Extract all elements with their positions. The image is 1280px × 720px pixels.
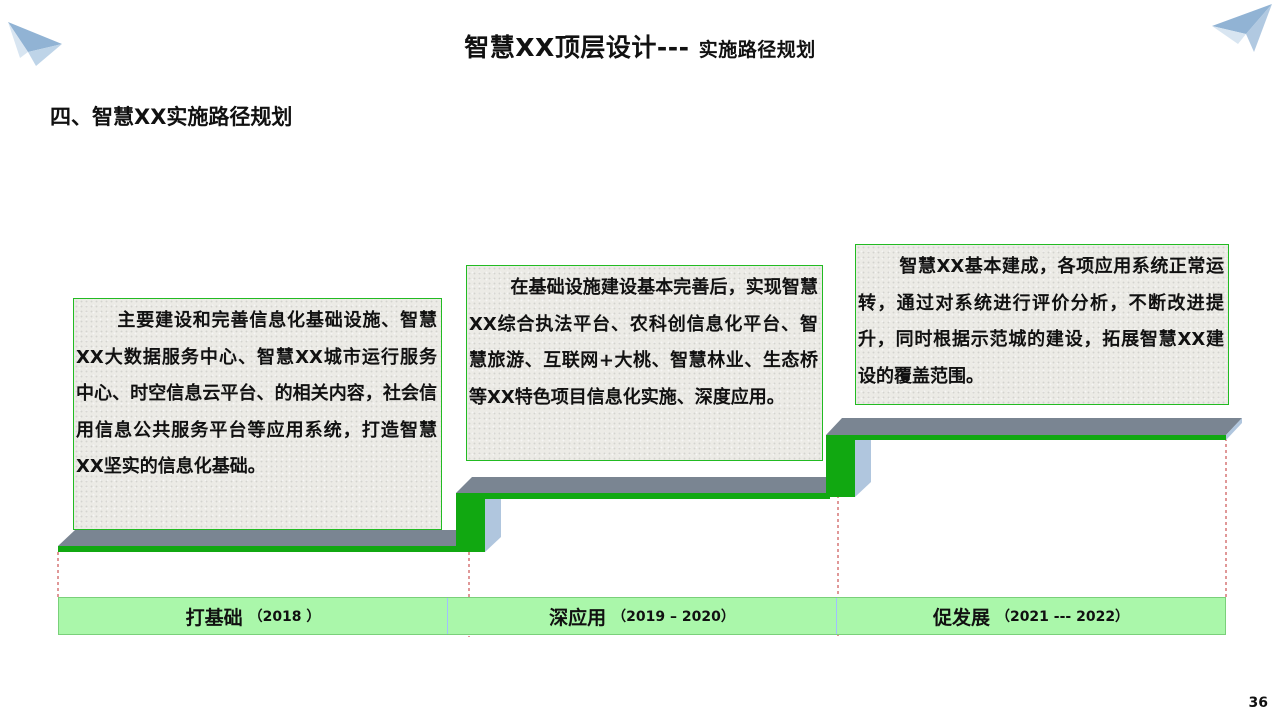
step-1-top [58,530,470,546]
phase-2-description: 在基础设施建设基本完善后，实现智慧XX综合执法平台、农科创信息化平台、智慧旅游、… [469,277,818,408]
riser-1-front [456,493,485,552]
phase-1-name: 打基础 [185,606,243,629]
riser-2-front [826,435,855,497]
step-2-top [456,477,842,493]
phase-timeline: 打基础 （2018 ） 深应用 （2019 – 2020） 促发展 （2021 … [58,597,1226,635]
phase-1-label: 打基础 （2018 ） [59,598,448,634]
paper-plane-icon [1212,4,1272,52]
phase-3-name: 促发展 [932,606,990,629]
phase-3-description-box: 智慧XX基本建成，各项应用系统正常运转，通过对系统进行评价分析，不断改进提升，同… [855,244,1229,405]
phase-2-years: （2019 – 2020） [612,609,735,625]
page-title-sub: 实施路径规划 [698,39,816,61]
page-title: 智慧XX顶层设计--- 实施路径规划 [0,28,1280,64]
phase-1-years: （2018 ） [248,609,321,625]
phase-divider-lines [57,438,1227,637]
section-title: 四、智慧XX实施路径规划 [50,105,293,129]
page-title-main: 智慧XX顶层设计--- [464,33,690,62]
phase-2-description-box: 在基础设施建设基本完善后，实现智慧XX综合执法平台、农科创信息化平台、智慧旅游、… [466,265,823,461]
step-3-side [1226,418,1242,440]
phase-1-description: 主要建设和完善信息化基础设施、智慧XX大数据服务中心、智慧XX城市运行服务中心、… [76,310,437,478]
phase-2-name: 深应用 [549,606,607,629]
phase-3-description: 智慧XX基本建成，各项应用系统正常运转，通过对系统进行评价分析，不断改进提升，同… [858,256,1224,387]
phase-1-description-box: 主要建设和完善信息化基础设施、智慧XX大数据服务中心、智慧XX城市运行服务中心、… [73,298,442,530]
phase-3-label: 促发展 （2021 --- 2022） [837,598,1225,634]
step-3-front [826,435,1226,440]
paper-plane-icon [8,22,62,66]
step-1-front [58,546,460,552]
step-3-top [826,418,1242,435]
page-number: 36 [1248,695,1268,711]
phase-2-label: 深应用 （2019 – 2020） [448,598,837,634]
phase-3-years: （2021 --- 2022） [995,609,1130,625]
step-2-front [456,493,830,499]
